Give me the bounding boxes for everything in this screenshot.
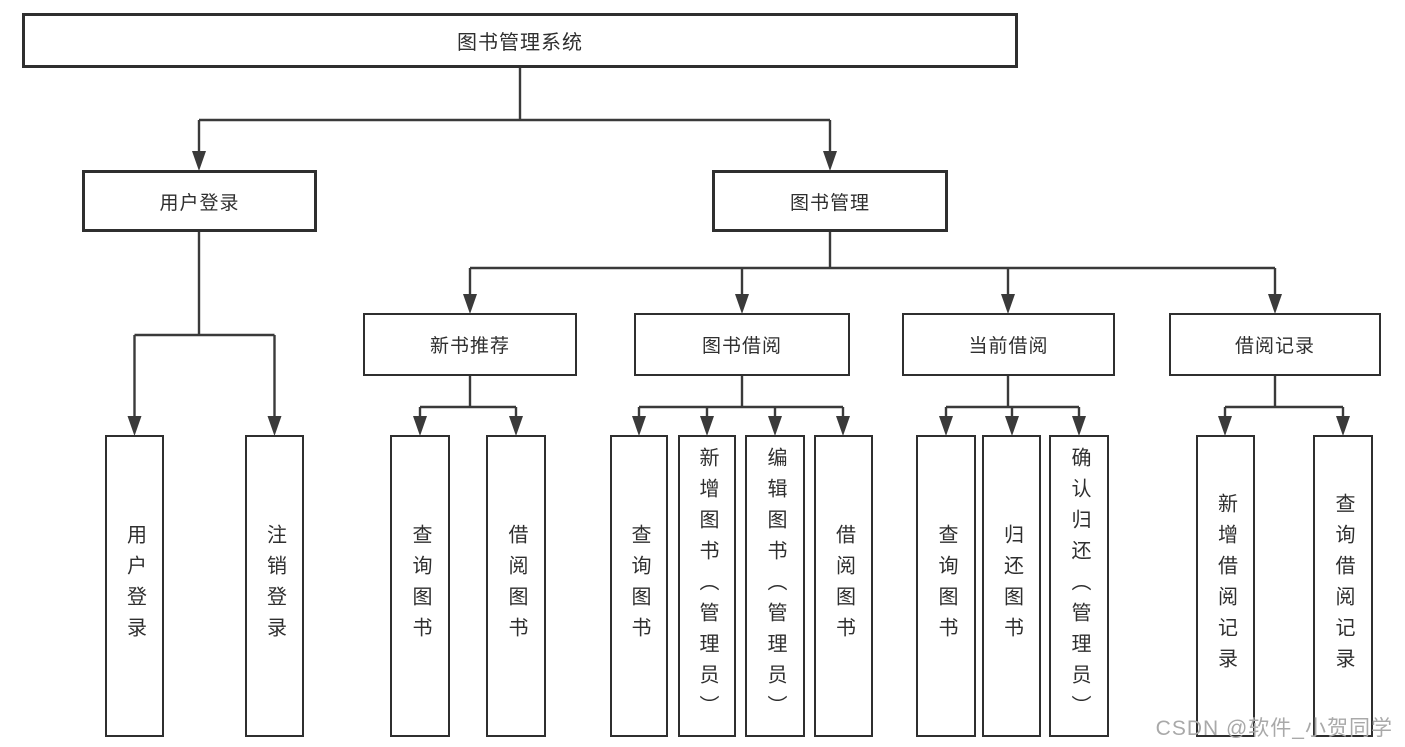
connector-book-borrow	[632, 376, 850, 436]
node-current-borrow: 当前借阅	[902, 313, 1115, 376]
node-label: 新书推荐	[429, 336, 510, 357]
node-label: 确认归还（管理员）	[1068, 446, 1090, 726]
node-label: 查询借阅记录	[1332, 493, 1354, 679]
node-label: 借阅图书	[832, 524, 855, 648]
connector-new-book-recommend	[413, 376, 523, 436]
arrow-down-icon	[735, 294, 749, 314]
node-label: 查询图书	[935, 524, 957, 648]
leaf-return-books: 归还图书	[982, 435, 1041, 737]
connector-borrow-records	[1218, 376, 1350, 436]
node-book-borrow: 图书借阅	[634, 313, 850, 376]
node-borrow-records: 借阅记录	[1169, 313, 1381, 376]
leaf-borrow-books: 借阅图书	[814, 435, 873, 737]
arrow-down-icon	[1072, 416, 1086, 436]
leaf-confirm-return-admin: 确认归还（管理员）	[1049, 435, 1109, 737]
leaf-edit-books-admin: 编辑图书（管理员）	[745, 435, 805, 737]
arrow-down-icon	[939, 416, 953, 436]
node-label: 归还图书	[1000, 524, 1023, 648]
arrow-down-icon	[1268, 294, 1282, 314]
arrow-down-icon	[836, 416, 850, 436]
leaf-query-borrow-record: 查询借阅记录	[1313, 435, 1373, 737]
leaf-query-books-current: 查询图书	[916, 435, 976, 737]
connector-current-borrow	[939, 376, 1086, 436]
leaf-logout: 注销登录	[245, 435, 304, 737]
leaf-query-books-recommend: 查询图书	[390, 435, 450, 737]
node-label: 当前借阅	[968, 336, 1049, 357]
leaf-user-login: 用户登录	[105, 435, 164, 737]
node-label: 查询图书	[628, 524, 650, 648]
node-library-management-system: 图书管理系统	[22, 13, 1018, 68]
node-label: 新增图书（管理员）	[696, 446, 718, 726]
node-label: 借阅图书	[505, 524, 527, 648]
node-label: 查询图书	[409, 524, 431, 648]
csdn-watermark: CSDN @软件_小贺同学	[1155, 717, 1393, 740]
node-label: 图书管理	[789, 192, 870, 214]
arrow-down-icon	[768, 416, 782, 436]
node-label: 借阅记录	[1234, 336, 1315, 357]
node-label: 新增借阅记录	[1214, 493, 1237, 679]
arrow-down-icon	[509, 416, 523, 436]
connector-book-management	[463, 232, 1282, 314]
node-label: 注销登录	[263, 524, 286, 648]
arrow-down-icon	[700, 416, 714, 436]
arrow-down-icon	[632, 416, 646, 436]
node-label: 用户登录	[159, 192, 240, 214]
arrow-down-icon	[192, 151, 206, 171]
leaf-add-borrow-record: 新增借阅记录	[1196, 435, 1255, 737]
node-new-book-recommend: 新书推荐	[363, 313, 577, 376]
node-book-management: 图书管理	[712, 170, 948, 232]
node-label: 图书管理系统	[457, 32, 583, 54]
arrow-down-icon	[463, 294, 477, 314]
connector-root	[192, 68, 837, 171]
leaf-add-books-admin: 新增图书（管理员）	[678, 435, 736, 737]
arrow-down-icon	[1218, 416, 1232, 436]
node-label: 图书借阅	[701, 336, 782, 357]
connector-user-login	[127, 232, 282, 436]
leaf-query-books-borrow: 查询图书	[610, 435, 668, 737]
arrow-down-icon	[1336, 416, 1350, 436]
arrow-down-icon	[413, 416, 427, 436]
node-label: 编辑图书（管理员）	[764, 446, 786, 726]
arrow-down-icon	[1001, 294, 1015, 314]
arrow-down-icon	[1005, 416, 1019, 436]
leaf-borrow-books-recommend: 借阅图书	[486, 435, 546, 737]
node-user-login: 用户登录	[82, 170, 317, 232]
node-label: 用户登录	[123, 524, 146, 648]
arrow-down-icon	[267, 416, 282, 436]
arrow-down-icon	[127, 416, 142, 436]
arrow-down-icon	[823, 151, 837, 171]
